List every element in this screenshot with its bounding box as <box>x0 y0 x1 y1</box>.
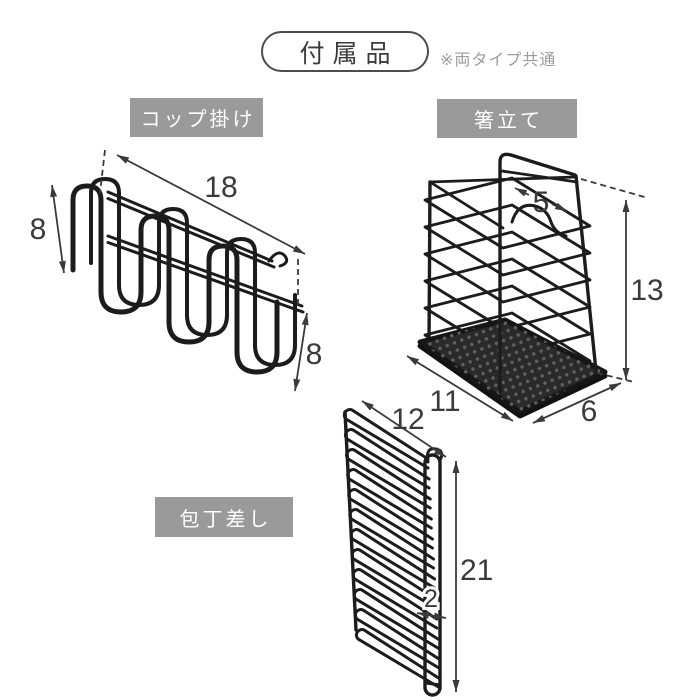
chopstick-stand-hook-width-dim: 5 <box>533 186 550 219</box>
chopstick-stand-depth-dim: 6 <box>581 395 598 428</box>
chopstick-stand-label: 箸立て <box>437 99 577 138</box>
section-note: ※両タイプ共通 <box>440 52 557 69</box>
cup-hanger-label-text: コップ掛け <box>140 109 256 131</box>
knife-holder-illustration: 12 21 2 <box>342 400 493 697</box>
cup-hanger-illustration: 18 8 8 <box>30 149 323 392</box>
knife-holder-label-text: 包丁差し <box>179 508 272 531</box>
knife-holder-dimensions: 12 21 2 <box>361 400 493 692</box>
chopstick-stand-label-text: 箸立て <box>474 110 543 132</box>
chopstick-stand-frame-front <box>498 152 598 394</box>
chopstick-stand-hanging-hook <box>510 203 568 238</box>
cup-hanger-rail-end-curl <box>267 251 289 268</box>
chopstick-stand-height-dim: 13 <box>630 274 663 307</box>
cup-hanger-width-dim: 18 <box>204 171 237 204</box>
cup-hanger-dimensions: 18 8 8 <box>30 149 323 392</box>
knife-holder-width-dim: 12 <box>391 403 424 436</box>
cup-hanger-label: コップ掛け <box>130 98 263 137</box>
chopstick-stand-illustration: 5 13 11 6 <box>406 152 664 428</box>
knife-holder-depth-dim: 2 <box>424 585 438 613</box>
knife-holder-label: 包丁差し <box>155 497 293 537</box>
cup-hanger-front-hooks-wire <box>70 183 280 375</box>
section-title: 付属品 <box>299 39 399 68</box>
section-title-pill: 付属品 <box>261 31 429 72</box>
knife-holder-height-dim: 21 <box>460 554 493 587</box>
cup-hanger-hook-height-dim: 8 <box>30 213 47 246</box>
cup-hanger-rails <box>106 190 305 314</box>
cup-hanger-drop-height-dim: 8 <box>306 338 323 371</box>
